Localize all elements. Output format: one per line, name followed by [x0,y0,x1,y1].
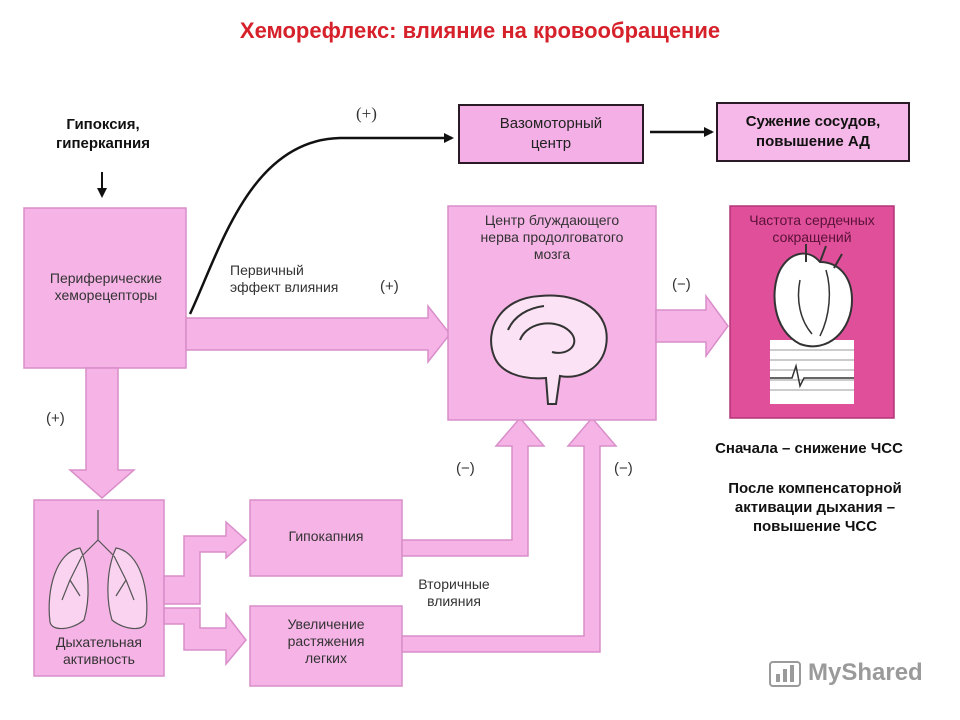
vasoconstriction-line-2: повышение АД [756,133,870,150]
arrow-to-heart [655,293,729,359]
note-after-line-1: После компенсаторной [728,480,902,497]
secondary-arrow-1 [401,416,546,557]
note-after-line-2: активации дыхания – [734,498,896,516]
peripheral-box [23,207,187,369]
stimulus-line-2: гиперкапния [56,134,150,152]
primary-effect-label: Первичный эффект влияния [230,262,380,296]
vasomotor-line-2: центр [530,135,572,152]
heart-line-2: сокращений [772,228,852,245]
hypocapnia-label: Гипокапния [288,528,364,544]
vagus-line-1: Центр блуждающего [484,212,620,228]
respiratory-line-2: активность [63,650,135,667]
stretch-line-1: Увеличение [287,616,365,632]
stimulus-line-1: Гипоксия, [66,116,140,133]
primary-effect-arrow [185,303,451,365]
down-arrow-respiration [68,367,136,499]
primary-line-1: Первичный [230,262,304,278]
plus-sign-primary: (+) [380,278,399,295]
vasomotor-center: Вазомоторный центр [458,104,644,164]
vasoconstriction-line-1: Сужение сосудов, [745,112,881,130]
vagus-center-label: Центр блуждающего нерва продолговатого м… [452,212,652,262]
page-title: Хеморефлекс: влияние на кровообращение [239,18,721,43]
note-first: Сначала – снижение ЧСС [715,440,903,457]
watermark: MyShared [768,656,923,690]
stretch-box [249,605,403,687]
lungs-icon [48,510,148,630]
secondary-arrow-2 [401,416,618,653]
brain-icon [490,294,608,405]
respiratory-line-1: Дыхательная [55,634,142,650]
arrow-to-hypocapnia [163,520,248,605]
stimulus-label: Гипоксия, гиперкапния [28,116,178,154]
minus-sign-secondary-1: (−) [456,460,475,477]
vagus-line-2: нерва продолговатого [480,228,624,245]
primary-line-2: эффект влияния [230,278,339,295]
vasomotor-line-1: Вазомоторный [499,114,603,132]
watermark-text: MyShared [808,659,923,686]
heart-label: Частота сердечных сокращений [734,212,890,246]
stretch-line-2: растяжения [287,632,365,649]
minus-sign-secondary-2: (−) [614,460,633,477]
hypocapnia-box [249,499,403,577]
note-after-line-3: повышение ЧСС [752,517,878,535]
secondary-line-1: Вторичные [418,576,490,592]
vasoconstriction-box: Сужение сосудов, повышение АД [716,102,910,162]
stretch-line-3: легких [304,649,347,666]
secondary-line-2: влияния [427,592,481,609]
curved-arrow-vasomotor [188,133,454,315]
respiratory-label: Дыхательная активность [34,634,164,668]
arrow-to-stretch [163,607,247,667]
peripheral-label: Периферические хеморецепторы [28,270,184,304]
heart-icon [770,244,854,404]
minus-sign-heart: (−) [672,276,691,293]
stretch-label: Увеличение растяжения легких [250,616,402,666]
note-after: После компенсаторной активации дыхания –… [690,480,940,536]
plus-sign-respiration: (+) [46,410,65,427]
heart-line-1: Частота сердечных [749,212,875,228]
peripheral-line-1: Периферические [49,270,163,286]
plus-sign-vasomotor: (+) [356,104,377,123]
secondary-label: Вторичные влияния [410,576,498,610]
peripheral-line-2: хеморецепторы [54,286,158,303]
vagus-line-3: мозга [533,245,571,262]
myshared-logo-icon [769,661,801,687]
